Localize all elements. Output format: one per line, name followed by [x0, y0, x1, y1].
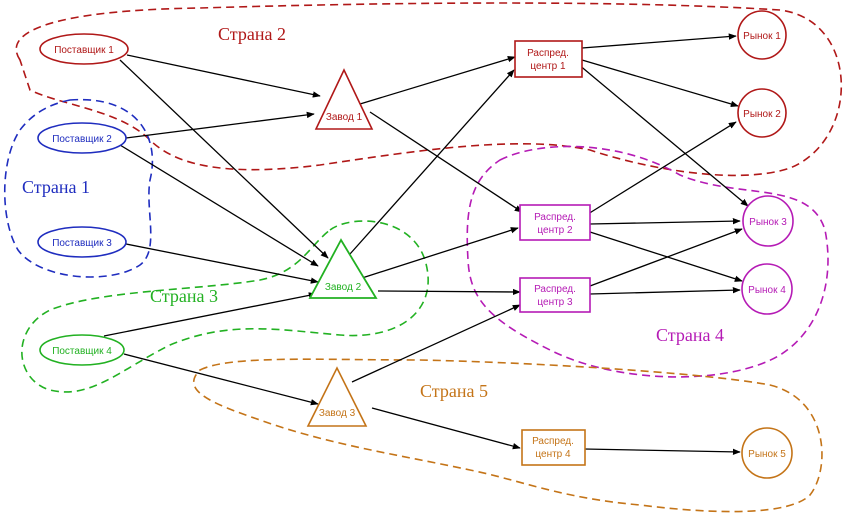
dc-1-label-line2: центр 1 — [530, 61, 566, 72]
plant-2-label: Завод 2 — [325, 282, 362, 293]
market-2-label: Рынок 2 — [743, 109, 781, 120]
supplier-2-label: Поставщик 2 — [52, 134, 112, 145]
supplier-1: Поставщик 1 — [39, 33, 129, 65]
edge-supplier3-plant2 — [125, 243, 319, 284]
edge-supplier1-plant2 — [119, 59, 329, 259]
edge-plant3-dc4 — [371, 407, 521, 450]
edge-plant2-dc3 — [377, 288, 521, 296]
dc-2-label-line1: Распред. — [534, 212, 576, 223]
dc-3-label-line1: Распред. — [534, 284, 576, 295]
edge-dc1-market3 — [577, 63, 749, 207]
market-4: Рынок 4 — [741, 263, 793, 315]
region-label-country4: Страна 4 — [656, 325, 724, 345]
market-4-label: Рынок 4 — [748, 285, 786, 296]
market-5-label: Рынок 5 — [748, 449, 786, 460]
edge-dc2-market3 — [589, 217, 741, 225]
market-1-label: Рынок 1 — [743, 31, 781, 42]
market-3: Рынок 3 — [742, 195, 794, 247]
region-label-country5: Страна 5 — [420, 381, 488, 401]
supplier-3: Поставщик 3 — [37, 226, 127, 258]
edge-dc1-market2 — [581, 59, 739, 108]
plant-3-label: Завод 3 — [319, 408, 356, 419]
edge-supplier2-plant2 — [119, 144, 319, 267]
dc-2-label-line2: центр 2 — [537, 225, 573, 236]
supplier-4: Поставщик 4 — [39, 334, 125, 366]
edge-supplier1-plant1 — [126, 54, 321, 98]
region-country5-boundary — [193, 358, 823, 513]
dc-3: Распред. центр 3 — [519, 277, 591, 313]
market-2: Рынок 2 — [737, 88, 787, 138]
plant-2: Завод 2 — [308, 238, 378, 299]
edges — [103, 33, 749, 456]
edge-dc2-market2 — [587, 121, 737, 215]
region-label-country1: Страна 1 — [22, 177, 90, 197]
supplier-1-label: Поставщик 1 — [54, 45, 114, 56]
plant-1-label: Завод 1 — [326, 112, 363, 123]
edge-supplier4-plant2 — [103, 292, 317, 337]
edge-supplier2-plant1 — [125, 111, 315, 139]
dc-4-label-line2: центр 4 — [535, 449, 571, 460]
edge-plant1-dc1 — [359, 56, 516, 105]
edge-dc2-market4 — [589, 231, 743, 282]
edge-dc3-market3 — [589, 228, 743, 287]
dc-2: Распред. центр 2 — [519, 204, 591, 241]
market-5: Рынок 5 — [741, 427, 793, 479]
market-1: Рынок 1 — [737, 10, 787, 60]
supplier-3-label: Поставщик 3 — [52, 238, 112, 249]
region-label-country3: Страна 3 — [150, 286, 218, 306]
region-country3-boundary — [21, 220, 429, 393]
region-country4-boundary — [466, 145, 829, 378]
edge-plant3-dc3 — [351, 304, 521, 383]
region-country2-boundary — [15, 2, 843, 177]
region-label-country2: Страна 2 — [218, 24, 286, 44]
edge-supplier4-plant3 — [123, 353, 319, 406]
plant-1: Завод 1 — [314, 68, 374, 130]
market-3-label: Рынок 3 — [749, 217, 787, 228]
edge-plant1-dc2 — [369, 111, 523, 213]
supplier-4-label: Поставщик 4 — [52, 346, 112, 357]
dc-1: Распред. центр 1 — [514, 40, 583, 78]
edge-dc3-market4 — [589, 286, 741, 295]
plant-3: Завод 3 — [306, 366, 368, 427]
edge-plant2-dc2 — [361, 227, 519, 279]
dc-4: Распред. центр 4 — [521, 429, 586, 466]
dc-1-label-line1: Распред. — [527, 48, 569, 59]
edge-dc1-market1 — [581, 33, 737, 49]
edge-dc4-market5 — [583, 448, 741, 456]
region-country1-boundary — [3, 98, 154, 278]
supplier-2: Поставщик 2 — [37, 122, 127, 154]
dc-3-label-line2: центр 3 — [537, 297, 573, 308]
dc-4-label-line1: Распред. — [532, 436, 574, 447]
edge-plant2-dc1 — [349, 69, 515, 255]
